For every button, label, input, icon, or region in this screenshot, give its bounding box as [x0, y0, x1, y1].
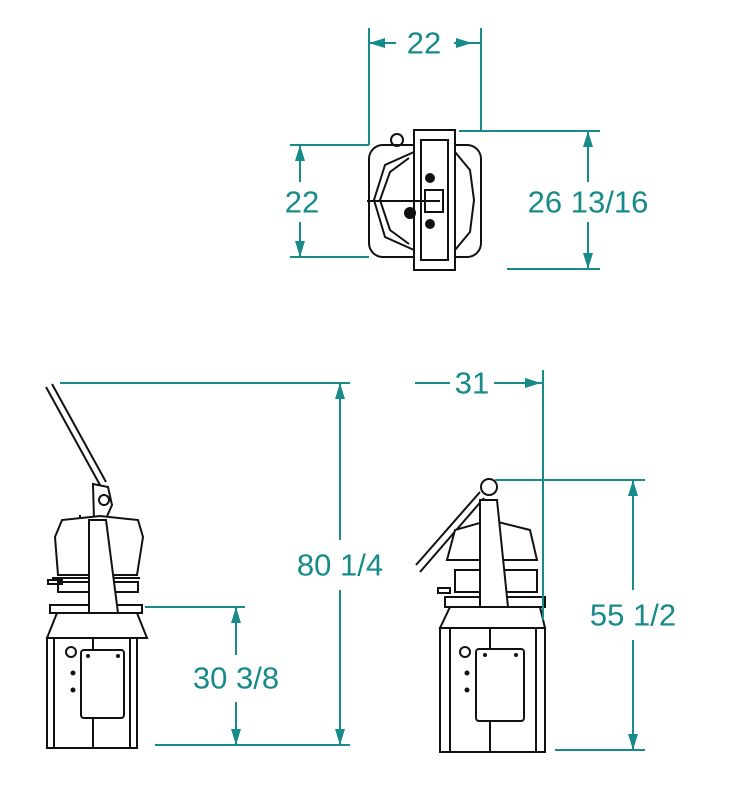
right-height-dimension: 55 1/2: [495, 479, 676, 751]
working-height-label: 30 3/8: [193, 661, 279, 696]
left-view-machine: [45, 383, 149, 749]
top-view-machine: [367, 129, 482, 271]
working-height-dimension: 30 3/8: [145, 606, 279, 745]
top-width-label: 22: [407, 26, 441, 61]
top-depth-label: 22: [285, 185, 319, 220]
right-height-label: 55 1/2: [590, 598, 676, 633]
overall-height-label: 80 1/4: [297, 548, 383, 583]
top-overall-depth-dimension: 26 13/16: [459, 130, 649, 270]
overall-width-dimension: 31: [415, 366, 544, 620]
top-width-dimension: 22: [368, 26, 482, 145]
overall-width-label: 31: [455, 366, 489, 401]
overall-height-dimension: 80 1/4: [60, 382, 383, 746]
top-overall-depth-label: 26 13/16: [528, 185, 649, 220]
top-depth-dimension: 22: [285, 144, 369, 258]
right-view-machine: [415, 478, 547, 753]
